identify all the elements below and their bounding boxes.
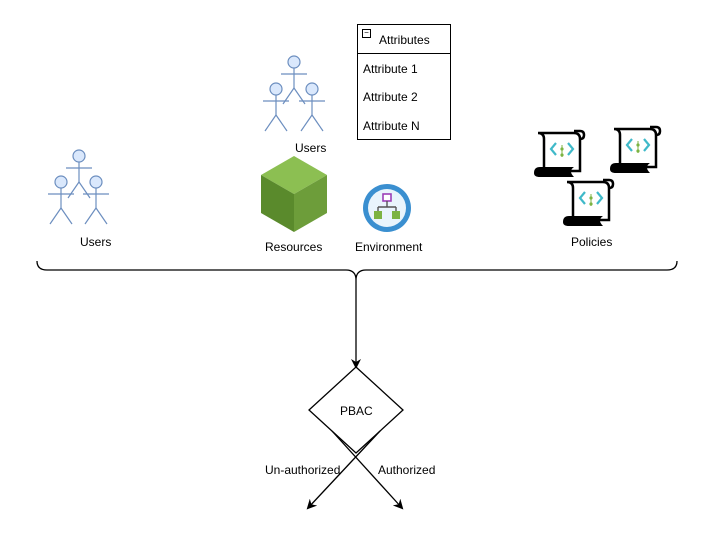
actor-icon [47,175,75,225]
policy-scroll-icon [532,129,586,179]
users-top-label: Users [295,141,327,155]
actor-icon [262,82,290,132]
users-left-group [47,149,110,225]
policies-label: Policies [571,235,613,249]
unauthorized-arrow [306,430,381,510]
collapse-icon[interactable]: − [362,29,371,38]
environment-workflow-icon [363,184,411,232]
actor-icon [280,55,308,105]
attribute-item: Attribute 1 [363,62,418,76]
attribute-item: Attribute N [363,119,420,133]
authorized-label: Authorized [378,463,436,477]
policy-scroll-icon [561,178,615,228]
attributes-title: Attributes [379,33,430,47]
grouping-brace [36,260,678,281]
users-top-group [262,55,326,132]
actor-icon [298,82,326,132]
attributes-header: − Attributes [358,25,450,54]
authorized-arrow [331,430,404,510]
attributes-box: − Attributes Attribute 1 Attribute 2 Att… [357,24,451,140]
unauthorized-label: Un-authorized [265,463,341,477]
pbac-label: PBAC [340,404,373,418]
attribute-item: Attribute 2 [363,90,418,104]
resource-cube-icon [261,156,327,232]
policies-group [532,125,662,228]
users-left-label: Users [80,235,112,249]
environment-label: Environment [355,240,423,254]
policy-scroll-icon [608,125,662,175]
resources-label: Resources [265,240,323,254]
actor-icon [65,149,93,199]
actor-icon [82,175,110,225]
